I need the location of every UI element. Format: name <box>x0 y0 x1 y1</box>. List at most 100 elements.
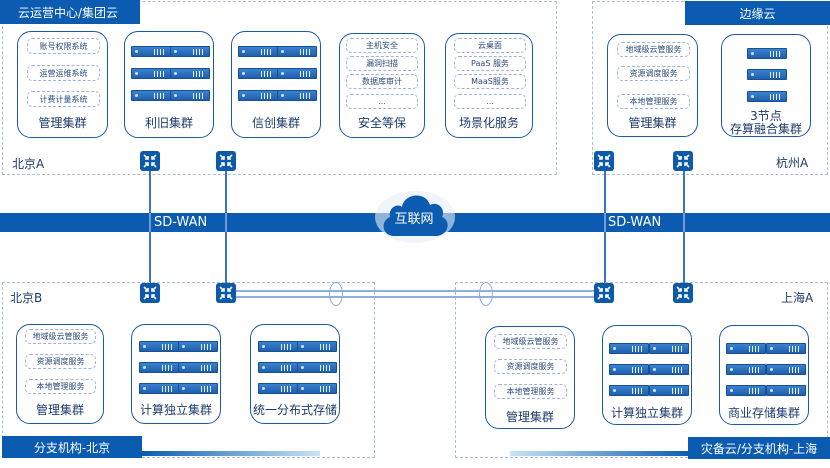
cluster-title-line2: 存算融合集群 <box>729 122 802 136</box>
server-icon <box>131 46 171 57</box>
link-line <box>225 213 227 232</box>
cluster-title: 信创集群 <box>251 116 300 130</box>
server-icon <box>297 341 337 352</box>
service-regional-mgmt: 地域级云管服务 <box>494 334 567 349</box>
cluster-legacy: 利旧集群 <box>124 31 214 138</box>
service-more: ... <box>454 94 526 109</box>
server-icon <box>258 383 298 394</box>
link-line <box>604 213 606 232</box>
cluster-title: 管理集群 <box>35 403 84 417</box>
server-icon <box>178 341 218 352</box>
server-icon <box>609 385 649 396</box>
cluster-storage-shanghai: 商业存储集群 <box>719 325 809 425</box>
internet-cloud-icon <box>375 191 455 243</box>
server-icon <box>139 383 179 394</box>
service-cloud-desktop: 云桌面 <box>454 38 526 53</box>
inter-branch-link <box>236 290 604 292</box>
site-label-shanghai-a: 上海A <box>781 291 814 305</box>
server-icon <box>131 68 171 79</box>
server-icon <box>297 383 337 394</box>
switch-icon <box>594 283 614 303</box>
service-scheduling: 资源调度服务 <box>617 66 690 81</box>
cluster-mgmt-group: 账号权限系统 运营运维系统 计费计量系统 管理集群 <box>17 31 108 138</box>
server-icon <box>766 385 806 396</box>
banner-dr-shanghai: 灾备云/分支机构-上海 <box>688 437 830 459</box>
server-icon <box>277 90 317 101</box>
server-icon <box>170 90 210 101</box>
site-label-hangzhou-a: 杭州A <box>776 156 809 170</box>
switch-icon <box>594 151 614 171</box>
server-icon <box>258 341 298 352</box>
server-icon <box>609 364 649 375</box>
decorative-gradient-bar <box>510 451 690 456</box>
cluster-security: 主机安全 漏洞扫描 数据库审计 ... 安全等保 <box>339 33 425 138</box>
banner-edge-cloud: 边缘云 <box>685 1 830 25</box>
banner-branch-beijing: 分支机构-北京 <box>2 436 142 458</box>
server-icon <box>747 69 787 80</box>
cluster-title: 管理集群 <box>628 116 677 130</box>
cluster-title: 利旧集群 <box>144 116 193 130</box>
decorative-gradient-bar <box>142 451 320 456</box>
server-icon <box>238 68 278 79</box>
service-account-permission: 账号权限系统 <box>27 38 100 54</box>
server-icon <box>726 343 766 354</box>
service-billing: 计费计量系统 <box>27 91 100 107</box>
cluster-xinchuang: 信创集群 <box>231 31 321 138</box>
service-local-mgmt: 本地管理服务 <box>25 379 96 394</box>
server-icon <box>170 68 210 79</box>
cluster-title: 计算独立集群 <box>610 406 683 420</box>
server-icon <box>649 385 689 396</box>
cluster-title: 安全等保 <box>357 116 406 130</box>
site-label-beijing-a: 北京A <box>12 157 45 171</box>
service-vuln-scan: 漏洞扫描 <box>346 56 418 71</box>
cluster-hci: 3节点 存算融合集群 <box>721 34 811 137</box>
sdwan-label-left: SD-WAN <box>154 215 208 230</box>
region-dr-shanghai <box>455 282 828 458</box>
service-local-mgmt: 本地管理服务 <box>617 94 690 109</box>
switch-icon <box>673 151 693 171</box>
service-more: ... <box>346 94 418 109</box>
service-maas: MaaS服务 <box>454 74 526 89</box>
server-icon <box>747 91 787 102</box>
server-icon <box>649 343 689 354</box>
server-icon <box>238 46 278 57</box>
cluster-mgmt-beijing: 地域级云管服务 资源调度服务 本地管理服务 管理集群 <box>16 324 104 424</box>
cluster-title: 场景化服务 <box>458 116 519 130</box>
link-bundle-marker <box>329 282 343 306</box>
server-icon <box>139 341 179 352</box>
server-icon <box>178 362 218 373</box>
cluster-mgmt-edge: 地域级云管服务 资源调度服务 本地管理服务 管理集群 <box>607 34 698 137</box>
server-icon <box>726 385 766 396</box>
server-icon <box>238 90 278 101</box>
service-host-security: 主机安全 <box>346 38 418 53</box>
link-line <box>683 213 685 232</box>
cluster-title: 计算独立集群 <box>139 403 212 417</box>
switch-icon <box>140 151 160 171</box>
cluster-title: 管理集群 <box>38 116 87 130</box>
server-icon <box>170 46 210 57</box>
service-scheduling: 资源调度服务 <box>25 354 96 369</box>
cluster-compute-shanghai: 计算独立集群 <box>602 325 692 425</box>
switch-icon <box>216 283 236 303</box>
service-paas: PaaS 服务 <box>454 56 526 71</box>
cluster-title: 统一分布式存储 <box>252 403 337 417</box>
sdwan-label-right: SD-WAN <box>608 215 662 230</box>
server-icon <box>726 364 766 375</box>
server-icon <box>766 343 806 354</box>
server-icon <box>277 46 317 57</box>
service-local-mgmt: 本地管理服务 <box>494 384 567 399</box>
site-label-beijing-b: 北京B <box>10 291 43 305</box>
region-branch-beijing <box>2 282 375 458</box>
cluster-compute-beijing: 计算独立集群 <box>131 324 221 424</box>
link-line <box>149 213 151 232</box>
server-icon <box>297 362 337 373</box>
switch-icon <box>673 283 693 303</box>
cluster-title-line1: 3节点 <box>750 109 782 123</box>
server-icon <box>766 364 806 375</box>
cluster-mgmt-shanghai: 地域级云管服务 资源调度服务 本地管理服务 管理集群 <box>485 326 575 429</box>
server-icon <box>649 364 689 375</box>
switch-icon <box>216 151 236 171</box>
service-db-audit: 数据库审计 <box>346 74 418 89</box>
service-regional-mgmt: 地域级云管服务 <box>617 42 690 57</box>
service-scheduling: 资源调度服务 <box>494 359 567 374</box>
